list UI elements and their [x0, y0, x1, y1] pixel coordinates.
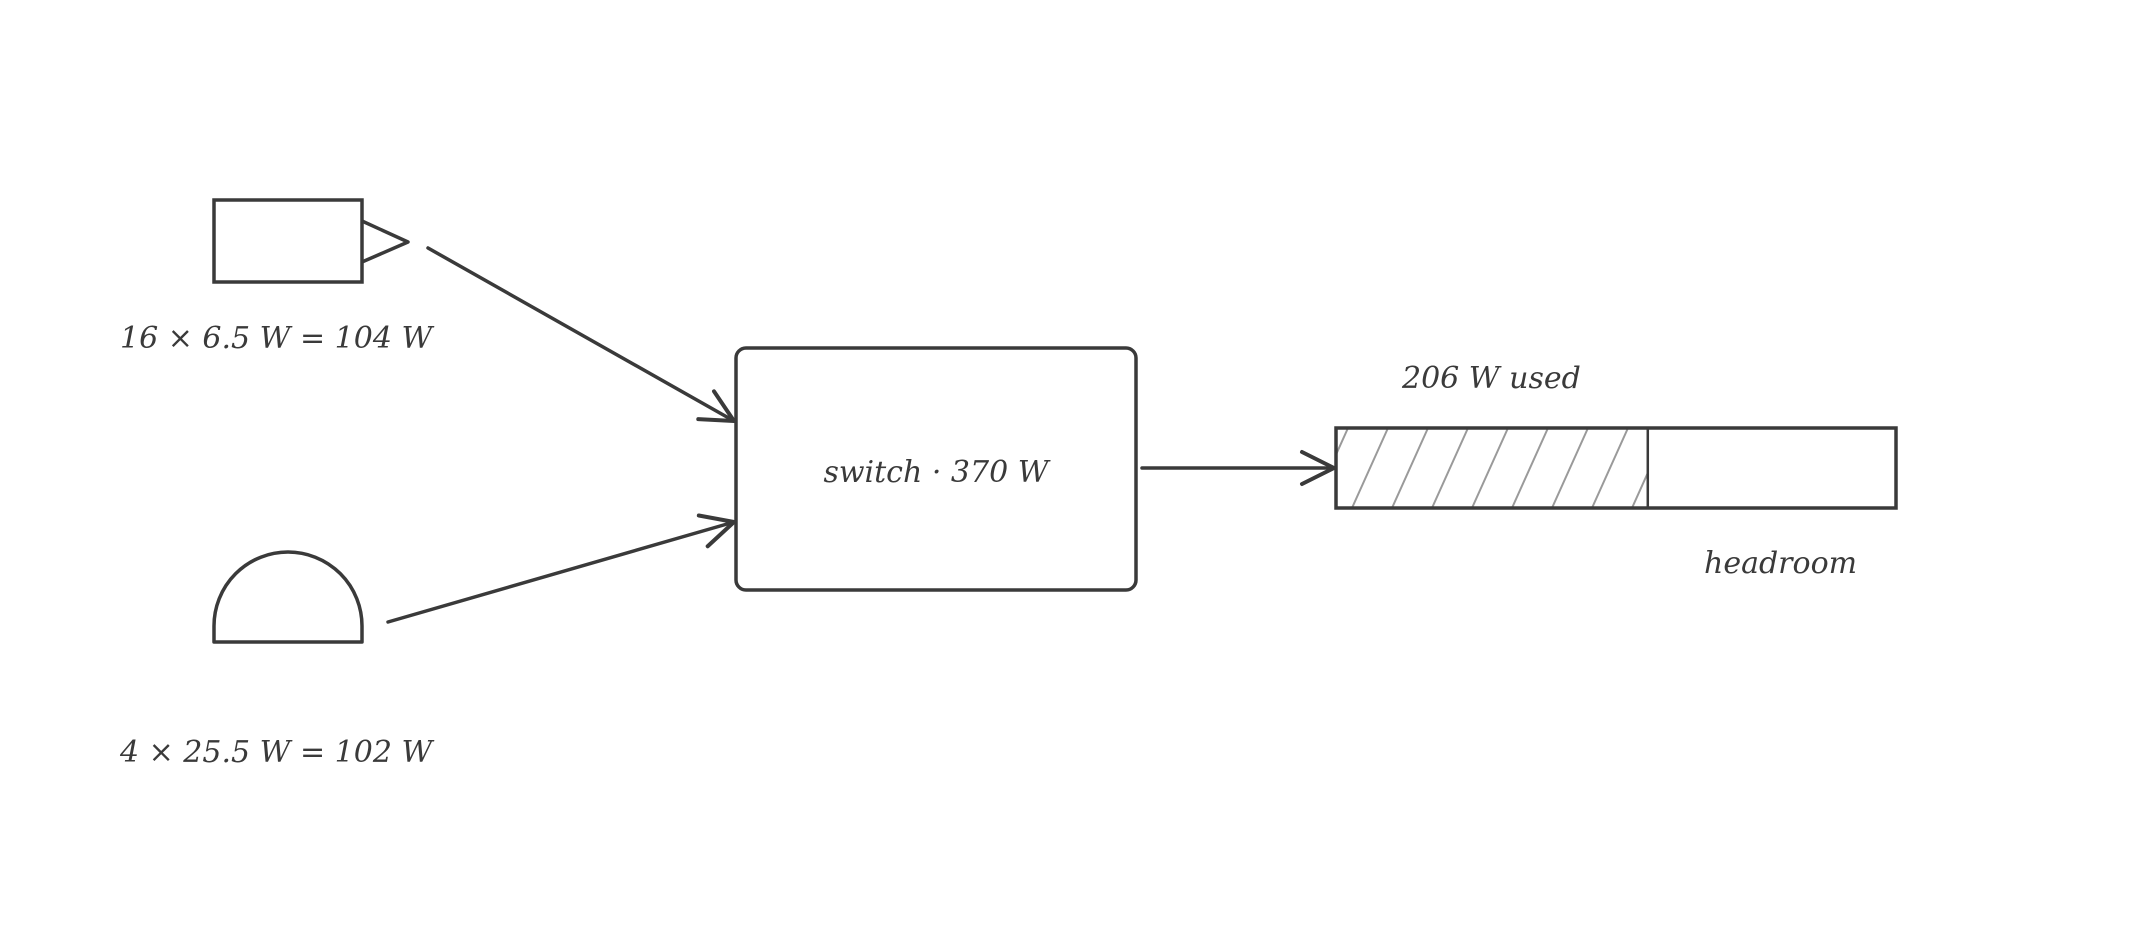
switch-box — [734, 346, 1138, 592]
dome-load-label: 4 × 25.5 W = 102 W — [119, 735, 434, 770]
hatch-line — [1351, 428, 1389, 508]
dome-to-switch-arrow — [386, 513, 736, 624]
hatch-line — [1391, 428, 1429, 508]
camera-load-label: 16 × 6.5 W = 104 W — [120, 321, 434, 356]
hatch-line — [1591, 428, 1629, 508]
hatch-line — [1672, 428, 1708, 508]
dome-camera-icon — [212, 550, 364, 644]
hatch-line — [1631, 470, 1648, 508]
hatch-line — [1431, 428, 1469, 508]
used-label: 206 W used — [1401, 361, 1581, 396]
headroom-label: headroom — [1704, 546, 1857, 581]
power-budget-bar — [1334, 426, 1898, 510]
budget-bar-outline — [1334, 426, 1898, 510]
switch-label: switch · 370 W — [823, 455, 1050, 490]
hatch-line — [1712, 428, 1748, 508]
hatch-line — [1511, 428, 1549, 508]
camera-to-switch-arrow — [426, 246, 736, 423]
hatch-line — [1336, 428, 1349, 458]
hatch-line — [1471, 428, 1509, 508]
camera-icon — [212, 198, 410, 284]
used-hatch — [1336, 428, 1748, 508]
hatch-line — [1551, 428, 1589, 508]
